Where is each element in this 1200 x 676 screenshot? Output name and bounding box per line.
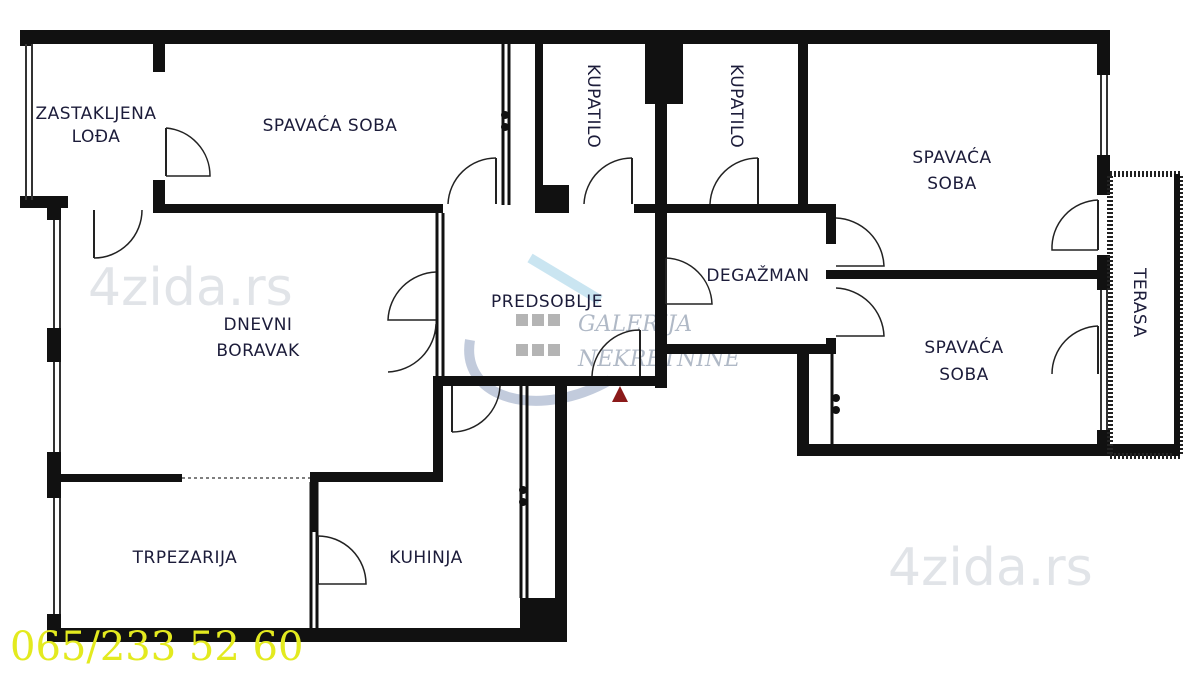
brand-text-galerija: GALERIJA: [578, 312, 692, 337]
label-trpezarija: TRPEZARIJA: [132, 548, 238, 568]
label-kupatilo-1: KUPATILO: [583, 64, 603, 148]
label-predsoblje: PREDSOBLJE: [491, 292, 603, 312]
walls: [20, 30, 1183, 642]
entrance-marker-icon: [612, 386, 628, 402]
label-spavaca-lower-1: SPAVAĆA: [924, 336, 1003, 358]
label-degazman: DEGAŽMAN: [706, 264, 809, 286]
label-zastakljena-1: ZASTAKLJENA: [36, 104, 157, 124]
label-boravak: BORAVAK: [216, 341, 300, 361]
label-spavaca-right-2: SOBA: [927, 174, 976, 194]
doors: [93, 127, 1099, 585]
brand-logo-icon: [464, 253, 613, 406]
label-kuhinja: KUHINJA: [389, 548, 463, 568]
label-spavaca-soba-top: SPAVAĆA SOBA: [263, 114, 398, 136]
watermark-site-right: 4zida.rs: [888, 538, 1093, 598]
label-kupatilo-2: KUPATILO: [726, 64, 746, 148]
label-dnevni: DNEVNI: [224, 315, 293, 335]
label-spavaca-right-1: SPAVAĆA: [912, 146, 991, 168]
label-zastakljena-2: LOĐA: [72, 127, 121, 147]
watermark-site-left: 4zida.rs: [88, 258, 293, 318]
room-labels: ZASTAKLJENA LOĐA SPAVAĆA SOBA KUPATILO K…: [36, 64, 1149, 568]
contact-phone: 065/233 52 60: [10, 624, 303, 670]
partitions: [25, 44, 1108, 628]
label-spavaca-lower-2: SOBA: [939, 365, 988, 385]
label-terasa: TERASA: [1129, 267, 1149, 338]
